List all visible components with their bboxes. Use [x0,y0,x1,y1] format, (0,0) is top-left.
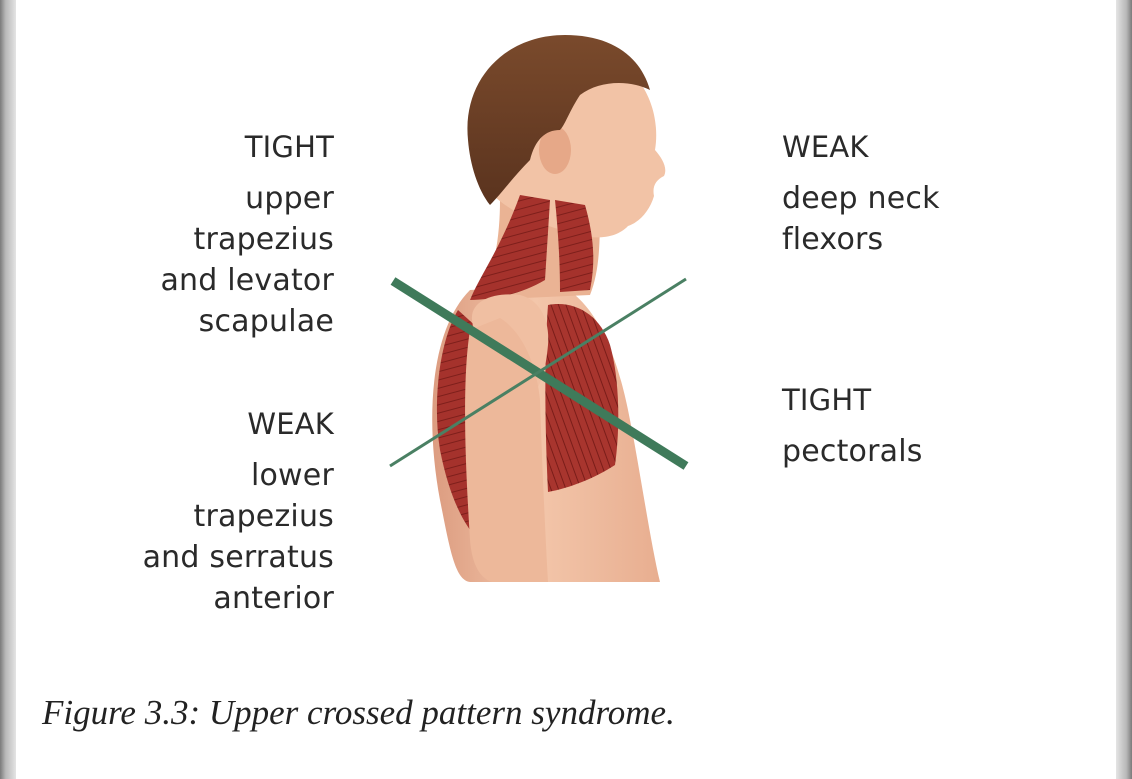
label-line: trapezius [80,219,334,260]
figure-caption: Figure 3.3: Upper crossed pattern syndro… [42,693,675,733]
label-line: anterior [80,578,334,619]
label-tight-upper-trapezius: TIGHT upper trapezius and levator scapul… [80,127,334,342]
label-line: pectorals [782,431,1042,472]
label-line: trapezius [80,496,334,537]
label-tight-pectorals: TIGHT pectorals [782,380,1042,472]
label-line: and levator [80,260,334,301]
label-line: lower [80,455,334,496]
label-line: and serratus [80,537,334,578]
label-heading: WEAK [782,127,1042,168]
label-line: deep neck [782,178,1042,219]
label-weak-deep-neck-flexors: WEAK deep neck flexors [782,127,1042,260]
label-heading: TIGHT [782,380,1042,421]
label-line: flexors [782,219,1042,260]
label-heading: TIGHT [80,127,334,168]
label-heading: WEAK [80,404,334,445]
label-weak-lower-trapezius: WEAK lower trapezius and serratus anteri… [80,404,334,619]
label-line: scapulae [80,301,334,342]
label-line: upper [80,178,334,219]
